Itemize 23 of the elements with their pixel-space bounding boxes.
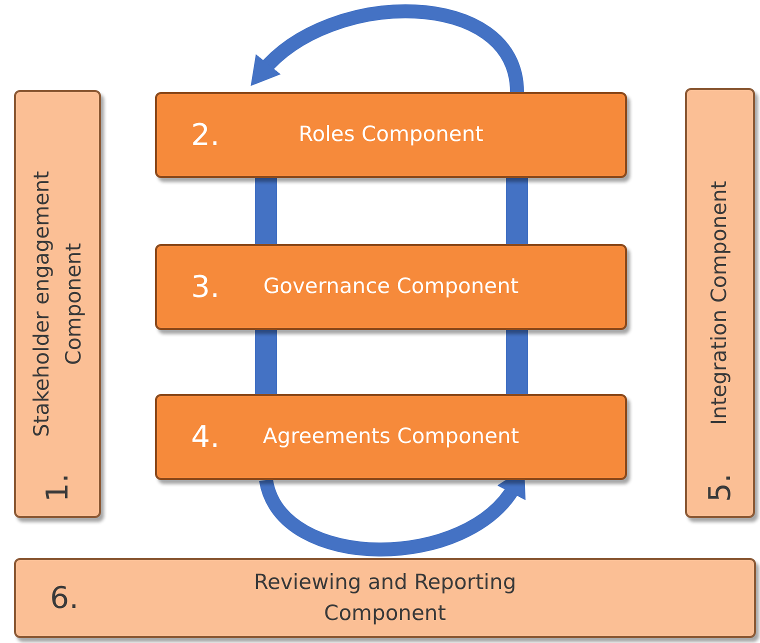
component-box [155, 92, 627, 178]
component-number: 2. [191, 118, 220, 152]
component-label: Stakeholder engagement Component [28, 170, 86, 439]
component-number: 1. [40, 473, 75, 502]
component-label: Governance Component [263, 273, 519, 300]
curved-arrow [249, 4, 524, 94]
component-box [14, 558, 756, 638]
component-label: Agreements Component [262, 423, 520, 450]
component-label: Reviewing and Reporting Component [252, 568, 518, 627]
component-number: 4. [191, 420, 220, 454]
component-label: Integration Component [706, 180, 732, 426]
component-number: 3. [191, 270, 220, 304]
component-box [14, 90, 101, 518]
component-number: 5. [702, 473, 738, 502]
connector-bar [506, 178, 528, 244]
component-box [155, 394, 627, 480]
component-box [155, 244, 627, 330]
connector-bar [506, 330, 528, 394]
component-number: 6. [50, 580, 79, 616]
component-box [685, 88, 755, 518]
connector-bar [255, 330, 277, 394]
connector-bar [255, 178, 277, 244]
component-label: Roles Component [298, 121, 484, 148]
